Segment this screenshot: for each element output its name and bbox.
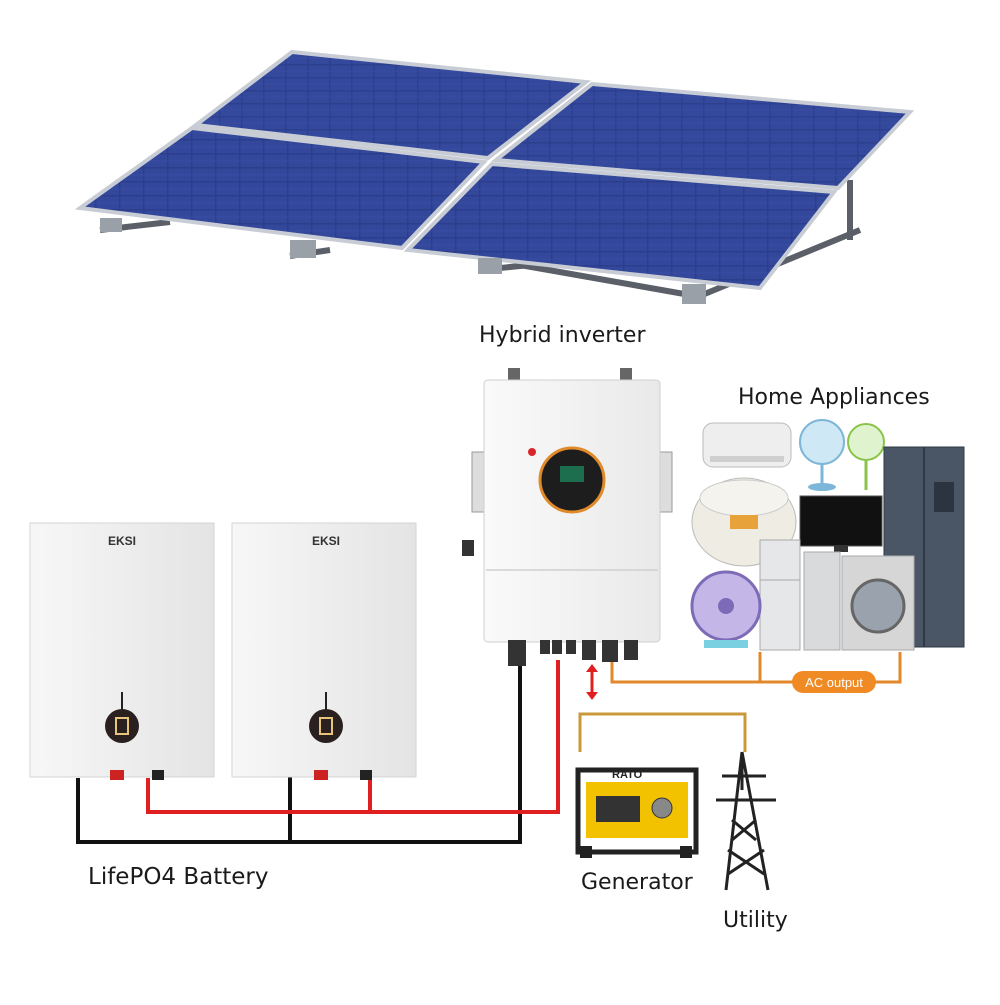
solar-panel-3	[74, 125, 489, 251]
battery-brand-2: EKSI	[312, 534, 340, 548]
battery-label: LifePO4 Battery	[88, 864, 269, 890]
battery-unit-2: EKSI	[231, 522, 417, 780]
home-appliances-label: Home Appliances	[738, 385, 930, 410]
washing-machine	[841, 555, 915, 651]
desk-fan	[799, 419, 845, 491]
ac-wiring	[578, 652, 902, 752]
solar-panel-4	[403, 161, 838, 291]
standing-fan	[847, 423, 885, 490]
home-appliances-group	[690, 419, 965, 651]
dc-negative-wire	[76, 660, 522, 844]
battery-indicator-icon	[105, 709, 139, 743]
generator-brand: RATO	[612, 769, 643, 781]
battery-indicator-icon	[309, 709, 343, 743]
solar-panel-2	[490, 81, 915, 191]
refrigerator-small	[759, 539, 841, 651]
bidirectional-arrow-icon	[586, 664, 598, 700]
generator: RATO	[575, 767, 699, 858]
utility-tower	[716, 751, 776, 891]
ac-output-badge: AC output	[792, 671, 876, 693]
solar-panel-1	[190, 49, 592, 161]
dc-positive-wire	[146, 660, 560, 814]
utility-label: Utility	[723, 908, 788, 933]
grid-wire	[578, 712, 747, 752]
air-conditioner	[702, 422, 792, 468]
ac-output-label: AC output	[805, 675, 863, 690]
hybrid-inverter	[462, 368, 673, 666]
hybrid-inverter-label: Hybrid inverter	[479, 323, 646, 348]
battery-brand-1: EKSI	[108, 534, 136, 548]
battery-unit-1: EKSI	[29, 522, 215, 780]
solar-panel-array	[74, 49, 915, 304]
tv	[799, 495, 883, 552]
box-fan	[690, 570, 762, 648]
generator-label: Generator	[581, 870, 693, 895]
ac-output-wire	[610, 652, 902, 684]
